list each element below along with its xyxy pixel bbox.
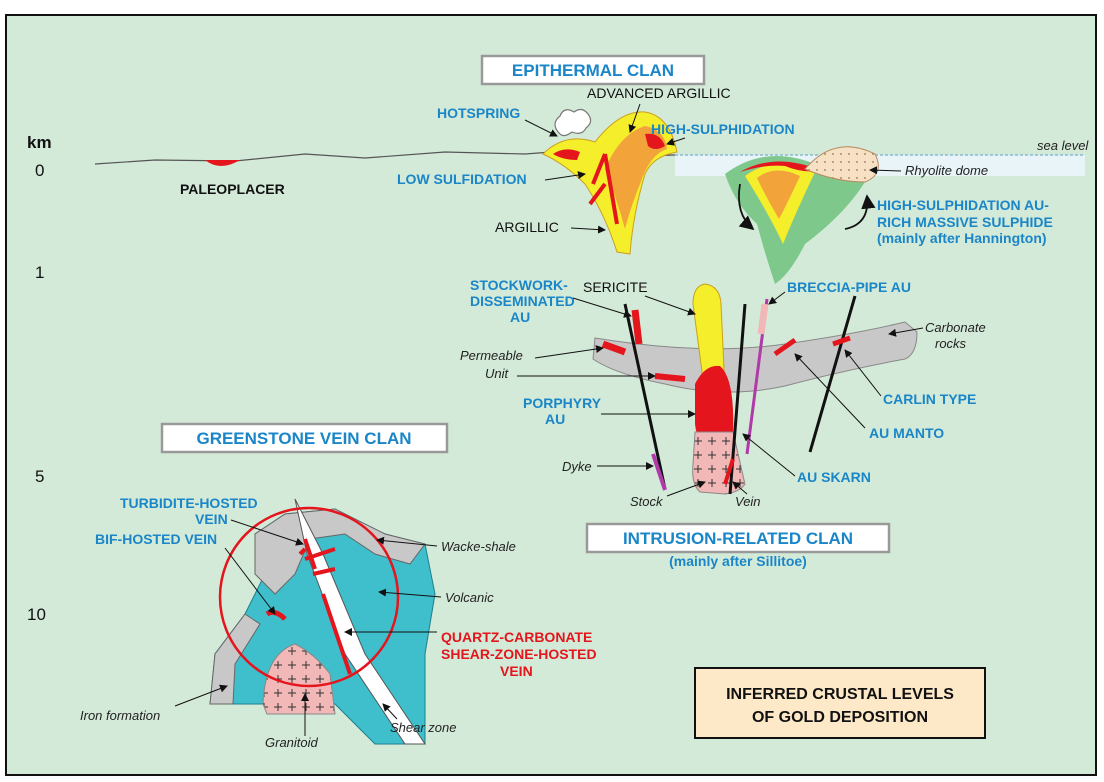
quartz-label-line1: QUARTZ-CARBONATE (441, 629, 592, 645)
sericite-label: SERICITE (583, 279, 648, 295)
stockwork-label-line1: STOCKWORK- (470, 277, 568, 293)
depth-tick-5: 5 (35, 467, 44, 486)
carlin-label: CARLIN TYPE (883, 391, 976, 407)
vein-label: Vein (735, 494, 761, 509)
permeable-label-line1: Permeable (460, 348, 523, 363)
depth-unit: km (27, 133, 52, 152)
advanced-argillic-label: ADVANCED ARGILLIC (587, 85, 731, 101)
carbonate-label-line1: Carbonate (925, 320, 986, 335)
quartz-label-line3: VEIN (500, 663, 533, 679)
shear-zone-label: Shear zone (390, 720, 457, 735)
carbonate-label-line2: rocks (935, 336, 967, 351)
breccia-pipe-body (761, 304, 765, 334)
hs-massive-label-line2: RICH MASSIVE SULPHIDE (877, 214, 1053, 230)
stockwork-label-line3: AU (510, 309, 530, 325)
granitoid-label: Granitoid (265, 735, 319, 750)
gold-deposition-diagram: km 0 1 5 10 PALEOPLACER EPITHERMAL CLAN … (5, 14, 1097, 776)
diagram-frame: km 0 1 5 10 PALEOPLACER EPITHERMAL CLAN … (5, 14, 1097, 776)
quartz-label-line2: SHEAR-ZONE-HOSTED (441, 646, 597, 662)
high-sulphidation-label: HIGH-SULPHIDATION (651, 121, 795, 137)
rhyolite-dome-label: Rhyolite dome (905, 163, 988, 178)
title-line-1: INFERRED CRUSTAL LEVELS (726, 686, 954, 703)
intrusion-clan-note: (mainly after Sillitoe) (669, 553, 807, 569)
title-box (695, 668, 985, 738)
stockwork-ore (635, 310, 639, 344)
breccia-pipe-label: BRECCIA-PIPE AU (787, 279, 911, 295)
volcanic-label: Volcanic (445, 590, 494, 605)
au-skarn-label: AU SKARN (797, 469, 871, 485)
stock-label: Stock (630, 494, 664, 509)
low-sulfidation-label: LOW SULFIDATION (397, 171, 527, 187)
iron-formation-label: Iron formation (80, 708, 160, 723)
title-line-2: OF GOLD DEPOSITION (752, 709, 928, 726)
stockwork-label-line2: DISSEMINATED (470, 293, 575, 309)
depth-tick-1: 1 (35, 263, 44, 282)
argillic-label: ARGILLIC (495, 219, 559, 235)
turbidite-label-line1: TURBIDITE-HOSTED (120, 495, 258, 511)
porphyry-label-line1: PORPHYRY (523, 395, 602, 411)
sea-level-label: sea level (1037, 138, 1089, 153)
greenstone-clan-title: GREENSTONE VEIN CLAN (196, 429, 411, 448)
permeable-label-line2: Unit (485, 366, 510, 381)
porphyry-label-line2: AU (545, 411, 565, 427)
hotspring-label: HOTSPRING (437, 105, 520, 121)
au-manto-label: AU MANTO (869, 425, 944, 441)
depth-tick-10: 10 (27, 605, 46, 624)
hs-massive-label-line1: HIGH-SULPHIDATION AU- (877, 197, 1049, 213)
hs-massive-note: (mainly after Hannington) (877, 230, 1047, 246)
depth-tick-0: 0 (35, 161, 44, 180)
epithermal-clan-title: EPITHERMAL CLAN (512, 61, 674, 80)
intrusion-clan-title: INTRUSION-RELATED CLAN (623, 529, 853, 548)
dyke-label: Dyke (562, 459, 592, 474)
turbidite-label-line2: VEIN (195, 511, 228, 527)
bif-label: BIF-HOSTED VEIN (95, 531, 217, 547)
manto-ore-1 (655, 376, 685, 379)
paleoplacer-label: PALEOPLACER (180, 181, 285, 197)
wacke-shale-label: Wacke-shale (441, 539, 516, 554)
